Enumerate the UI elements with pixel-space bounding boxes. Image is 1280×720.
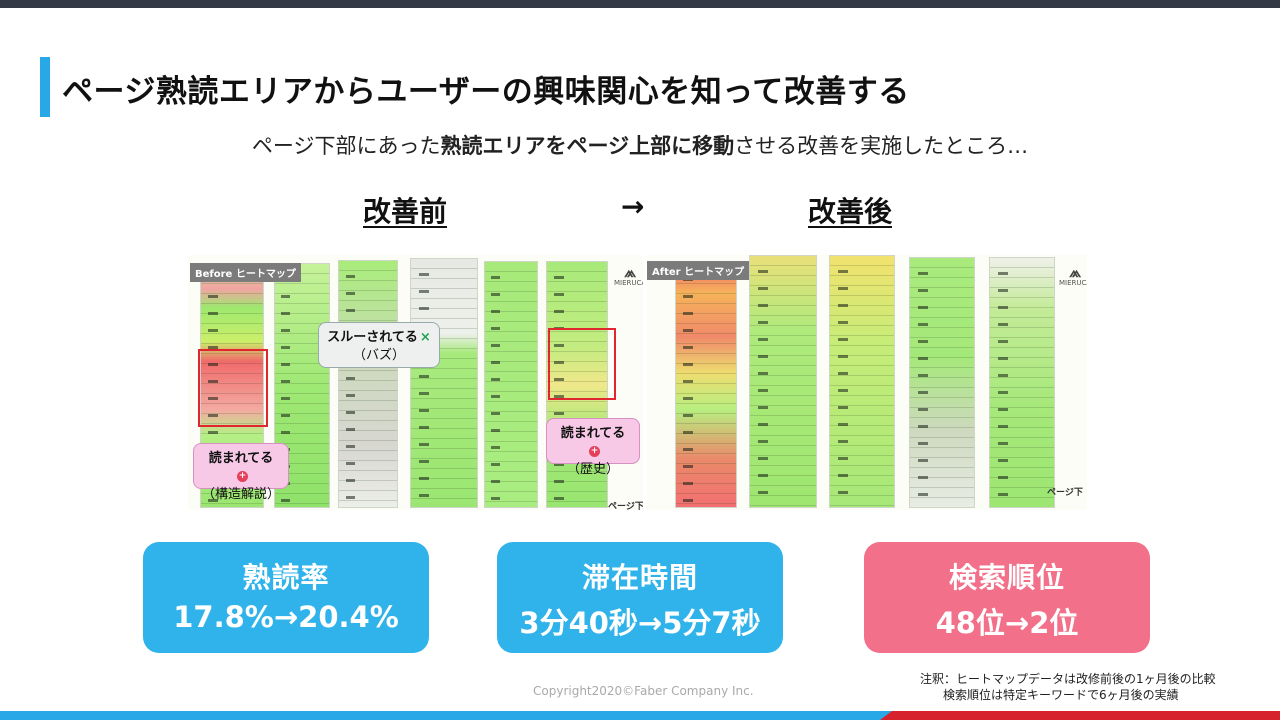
bubble-read-history: 読まれてる+ （歴史） xyxy=(546,418,640,477)
arrow-right-icon: → xyxy=(621,190,645,223)
top-bar xyxy=(0,0,1280,8)
label-after: 改善後 xyxy=(808,195,893,228)
heatmap-column xyxy=(484,261,538,508)
bottom-bar-red xyxy=(880,711,1280,720)
heatmap-after-tag: After ヒートマップ xyxy=(647,261,750,280)
heatmap-before-tag: Before ヒートマップ xyxy=(190,263,301,282)
heatmap-after-page-bottom: ページ下 xyxy=(1047,488,1083,498)
heatmap-column xyxy=(989,257,1055,508)
heatmap-before-image: Before ヒートマップ ⩕MIERUCA ページ下 xyxy=(188,255,643,510)
plus-circle-icon: + xyxy=(589,446,600,457)
mieruca-logo: ⩕MIERUCA xyxy=(1059,265,1087,287)
plus-circle-icon: + xyxy=(237,471,248,482)
footnote-line2: 検索順位は特定キーワードで6ヶ月後の実績 xyxy=(943,688,1179,702)
bubble-skipped-title: スルーされてる× xyxy=(327,330,431,345)
highlight-box-structure xyxy=(198,349,268,427)
bubble-skipped: スルーされてる× （バズ） xyxy=(318,322,440,368)
stat-title: 検索順位 xyxy=(948,561,1065,594)
subtitle-part2-bold: 熟読エリアをページ上部に移動 xyxy=(440,134,735,158)
heatmap-before-page-bottom: ページ下 xyxy=(608,502,643,510)
bubble-skipped-sub: （バズ） xyxy=(352,348,405,363)
bubble-read-structure-title: 読まれてる+ xyxy=(208,451,274,482)
stat-title: 滞在時間 xyxy=(581,561,698,594)
subtitle-part3: させる改善を実施したところ… xyxy=(734,134,1029,158)
bubble-read-history-title: 読まれてる+ xyxy=(560,426,626,457)
stat-value: 48位→2位 xyxy=(935,606,1079,640)
copyright: Copyright2020©Faber Company Inc. xyxy=(533,684,754,698)
bubble-read-history-sub: （歴史） xyxy=(566,462,619,477)
heatmap-column xyxy=(338,260,398,508)
mieruca-mark-icon: ⩕ xyxy=(1069,263,1082,281)
mieruca-logo-text: MIERUCA xyxy=(614,279,643,287)
heatmap-column xyxy=(410,258,478,508)
heatmap-column xyxy=(675,263,737,508)
slide-title: ページ熟読エリアからユーザーの興味関心を知って改善する xyxy=(62,74,910,110)
footnote-line1: 注釈：ヒートマップデータは改修前後の1ヶ月後の比較 xyxy=(920,672,1216,686)
slide-subtitle: ページ下部にあった熟読エリアをページ上部に移動させる改善を実施したところ… xyxy=(0,130,1280,160)
mieruca-logo-text: MIERUCA xyxy=(1059,279,1087,287)
cross-icon: × xyxy=(419,330,431,345)
heatmap-after-image: After ヒートマップ ⩕MIERUCA ページ下 xyxy=(647,255,1087,510)
mieruca-mark-icon: ⩕ xyxy=(624,263,637,281)
bottom-bar xyxy=(0,711,1280,720)
stat-value: 17.8%→20.4% xyxy=(173,600,399,634)
stat-card-read-rate: 熟読率 17.8%→20.4% xyxy=(143,542,429,653)
bubble-read-structure-sub: （構造解説） xyxy=(202,487,281,502)
title-accent-bar xyxy=(40,57,50,117)
stat-value: 3分40秒→5分7秒 xyxy=(519,606,761,640)
stat-title: 熟読率 xyxy=(242,561,330,594)
heatmap-column xyxy=(749,255,817,508)
heatmap-column xyxy=(909,257,975,508)
highlight-box-history xyxy=(548,328,616,400)
footnote: 注釈：ヒートマップデータは改修前後の1ヶ月後の比較 検索順位は特定キーワードで6… xyxy=(920,671,1216,703)
stat-card-search-rank: 検索順位 48位→2位 xyxy=(864,542,1150,653)
label-before: 改善前 xyxy=(363,195,448,228)
mieruca-logo: ⩕MIERUCA xyxy=(614,265,643,287)
heatmap-column xyxy=(274,263,330,508)
subtitle-part1: ページ下部にあった xyxy=(251,134,441,158)
stat-card-dwell-time: 滞在時間 3分40秒→5分7秒 xyxy=(497,542,783,653)
heatmap-column xyxy=(546,261,608,508)
heatmap-column xyxy=(829,255,895,508)
bubble-read-structure: 読まれてる+ （構造解説） xyxy=(193,443,289,502)
